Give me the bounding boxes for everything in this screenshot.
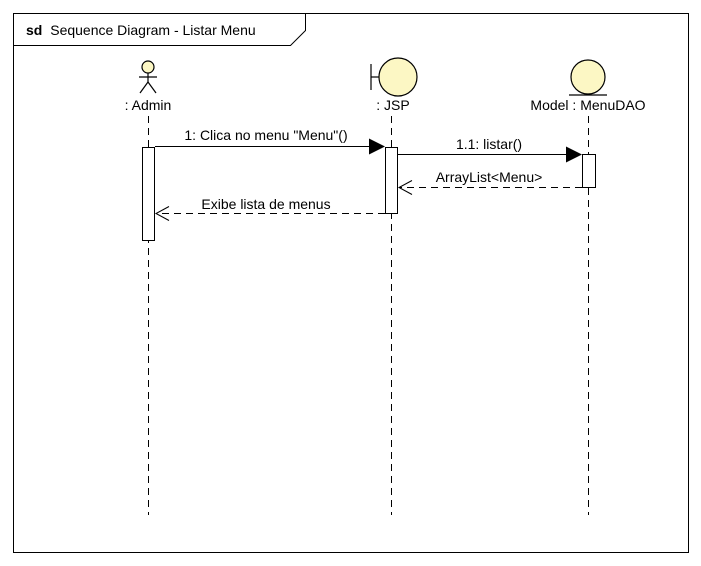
lifeline-label-jsp: : JSP <box>376 97 409 113</box>
open-arrowhead-icon <box>154 206 170 221</box>
filled-arrowhead-icon <box>566 146 582 163</box>
lifeline-jsp: : JSP <box>370 57 418 515</box>
lifeline-label-admin: : Admin <box>125 97 172 113</box>
open-arrowhead-icon <box>397 180 413 195</box>
message-label-return-exibe: Exibe lista de menus <box>201 196 330 212</box>
message-1-1: 1.1: listar() <box>398 136 582 163</box>
actor-icon <box>139 60 157 94</box>
frame-title: sd Sequence Diagram - Listar Menu <box>26 22 256 38</box>
message-return-arraylist: ArrayList<Menu> <box>397 169 582 195</box>
activation-bar-admin <box>142 147 155 241</box>
activation-bar-jsp <box>385 147 398 214</box>
message-return-exibe: Exibe lista de menus <box>154 196 385 221</box>
message-label-return-arraylist: ArrayList<Menu> <box>436 169 543 185</box>
message-label-1-1: 1.1: listar() <box>456 136 522 152</box>
message-1: 1: Clica no menu "Menu"() <box>155 127 385 155</box>
diagram-frame <box>13 13 689 553</box>
frame-keyword: sd <box>26 22 42 38</box>
lifeline-dao: Model : MenuDAO <box>530 59 646 515</box>
filled-arrowhead-icon <box>369 138 385 155</box>
activation-bar-dao <box>582 154 596 188</box>
entity-icon <box>569 59 607 96</box>
frame-title-tab <box>13 13 306 46</box>
boundary-icon <box>370 57 418 97</box>
lifeline-admin: : Admin <box>125 60 172 515</box>
message-label-1: 1: Clica no menu "Menu"() <box>184 127 347 143</box>
frame-title-text: Sequence Diagram - Listar Menu <box>50 22 255 38</box>
lifeline-label-dao: Model : MenuDAO <box>530 97 645 113</box>
